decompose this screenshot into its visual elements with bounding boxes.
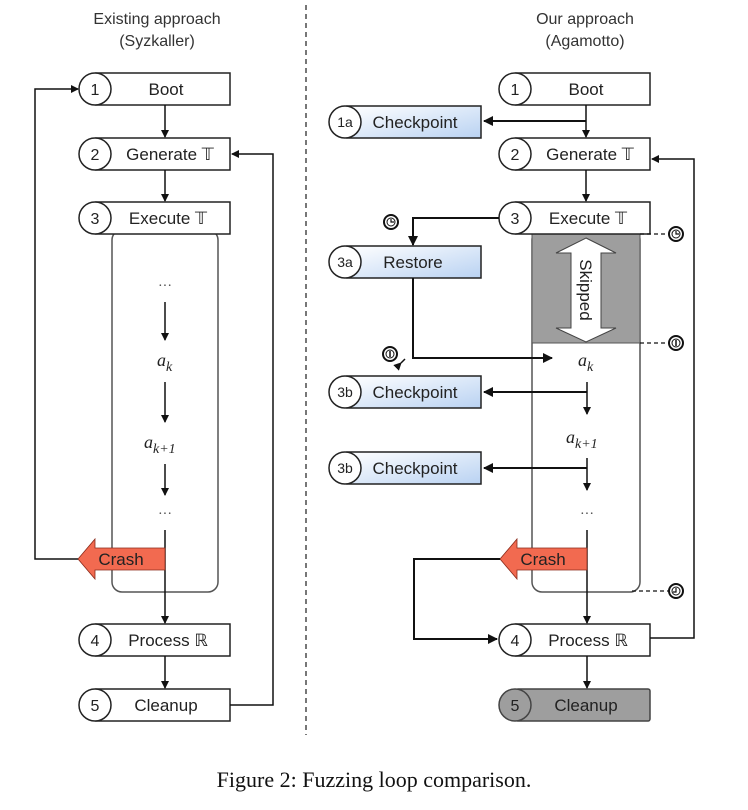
arrow-crash-to-boot — [34, 85, 79, 560]
arrow-cleanup-to-generate — [230, 150, 274, 706]
step-label: Restore — [383, 253, 443, 272]
step-number: 1a — [337, 114, 353, 130]
left-heading-line2: (Syzkaller) — [119, 33, 195, 50]
left-step-process: 4 Process ℝ — [78, 623, 231, 657]
step-number: 1 — [511, 82, 520, 99]
step-number: 2 — [511, 147, 520, 164]
clock-icon — [668, 226, 684, 242]
right-step-boot: 1 Boot — [498, 72, 651, 106]
side-step-restore-3a: 3a Restore — [328, 245, 482, 279]
step-number: 5 — [511, 698, 520, 715]
right-step-generate: 2 Generate 𝕋 — [498, 137, 651, 171]
step-label: Checkpoint — [372, 459, 457, 478]
left-step-generate: 2 Generate 𝕋 — [78, 137, 231, 171]
left-heading-line1: Existing approach — [93, 11, 220, 28]
step-number: 3 — [511, 211, 520, 228]
right-heading-line2: (Agamotto) — [545, 33, 624, 50]
left-step-boot: 1 Boot — [78, 72, 231, 106]
crash-label: Crash — [98, 550, 143, 569]
right-heading-line1: Our approach — [536, 11, 634, 28]
right-crash-arrow: Crash — [499, 537, 588, 581]
step-number: 4 — [91, 633, 100, 650]
step-number: 3a — [337, 254, 353, 270]
step-number: 3b — [337, 384, 353, 400]
step-label: Cleanup — [554, 696, 617, 715]
seq-ak: ak — [157, 350, 173, 375]
step-label: Execute 𝕋 — [129, 209, 208, 228]
skipped-label: Skipped — [576, 259, 595, 320]
side-step-checkpoint-3b-second: 3b Checkpoint — [328, 451, 482, 485]
step-number: 3 — [91, 211, 100, 228]
seq-ak: ak — [578, 350, 594, 375]
seq-dots-bottom: ··· — [158, 507, 172, 522]
side-step-checkpoint-3b-first: 3b Checkpoint — [328, 375, 482, 409]
clock-icon — [668, 583, 684, 599]
step-number: 3b — [337, 460, 353, 476]
step-label: Execute 𝕋 — [549, 209, 628, 228]
left-step-cleanup: 5 Cleanup — [78, 688, 231, 722]
crash-label: Crash — [520, 550, 565, 569]
side-step-checkpoint-1a: 1a Checkpoint — [328, 105, 482, 139]
seq-ak1: ak+1 — [144, 432, 176, 457]
timer-reset-icon — [668, 335, 684, 351]
step-label: Generate 𝕋 — [546, 145, 635, 164]
step-label: Process ℝ — [548, 631, 628, 650]
skipped-double-arrow: Skipped — [555, 237, 617, 343]
step-number: 1 — [91, 82, 100, 99]
step-number: 5 — [91, 698, 100, 715]
right-step-cleanup: 5 Cleanup — [498, 688, 651, 722]
step-label: Process ℝ — [128, 631, 208, 650]
seq-dots-top: ··· — [158, 279, 172, 294]
clock-icon — [383, 214, 399, 230]
arrow-execute-to-restore — [408, 217, 499, 246]
figure-caption: Figure 2: Fuzzing loop comparison. — [217, 767, 532, 792]
step-label: Cleanup — [134, 696, 197, 715]
step-label: Boot — [569, 80, 604, 99]
step-label: Checkpoint — [372, 113, 457, 132]
step-label: Boot — [149, 80, 184, 99]
arrow-crash-to-process — [413, 558, 500, 644]
right-panel: Our approach (Agamotto) Skipped 1 Boot 2… — [328, 11, 695, 722]
left-panel: Existing approach (Syzkaller) 1 Boot 2 G… — [34, 11, 274, 722]
arrow-restore-to-ak — [412, 278, 553, 363]
step-label: Generate 𝕋 — [126, 145, 215, 164]
right-step-process: 4 Process ℝ — [498, 623, 651, 657]
step-label: Checkpoint — [372, 383, 457, 402]
timer-reset-icon — [382, 346, 406, 371]
seq-ak1: ak+1 — [566, 427, 598, 452]
arrow-process-to-generate — [650, 155, 695, 639]
step-number: 2 — [91, 147, 100, 164]
right-step-execute: 3 Execute 𝕋 — [498, 201, 651, 235]
left-step-execute: 3 Execute 𝕋 — [78, 201, 231, 235]
step-number: 4 — [511, 633, 520, 650]
left-crash-arrow: Crash — [77, 537, 166, 581]
seq-dots-bottom: ··· — [580, 507, 594, 522]
